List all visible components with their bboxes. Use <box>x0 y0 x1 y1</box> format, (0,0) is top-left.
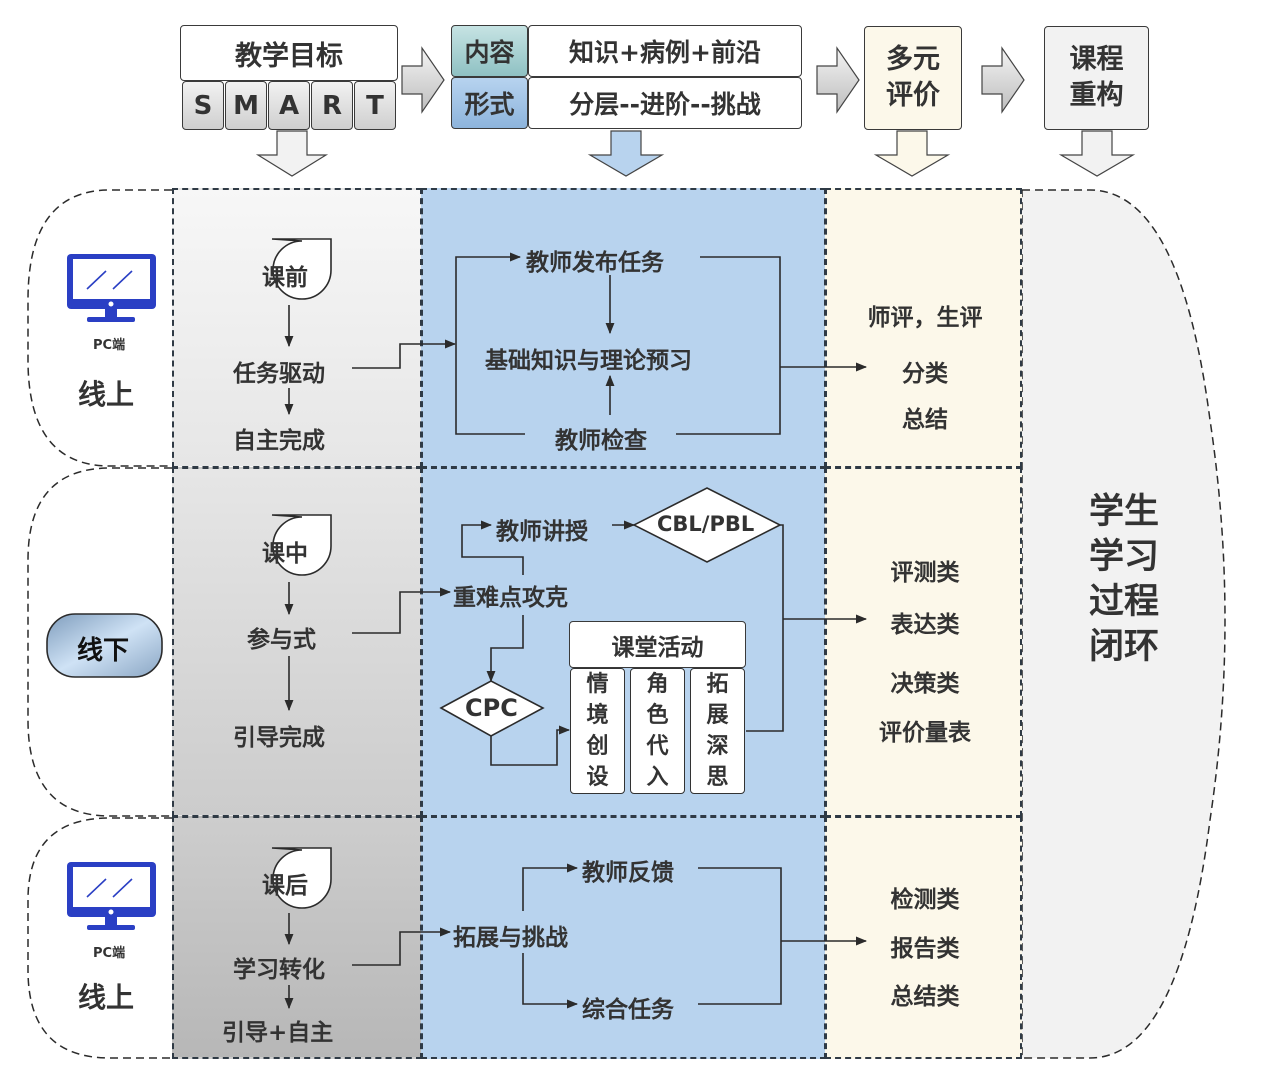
smart-cell-s: S <box>182 81 224 130</box>
arrow-right-1 <box>401 46 445 114</box>
content-label-box: 内容 <box>451 25 528 77</box>
stage-3-boundary <box>27 817 172 1059</box>
flow-top-stage-3: 教师反馈 <box>582 860 674 886</box>
stage-1-boundary <box>27 189 172 467</box>
activity-role-play: 角 色 代 入 <box>630 668 685 794</box>
arrow-down-restructure <box>1058 130 1136 177</box>
flow-bottom-stage-1: 教师检查 <box>555 428 647 454</box>
closed-loop-label: 学生 学习 过程 闭环 <box>1088 492 1159 667</box>
step1-stage-3: 学习转化 <box>233 957 325 983</box>
form-label-box: 形式 <box>451 77 528 129</box>
eval-item: 表达类 <box>890 612 960 638</box>
teaching-goal-label: 教学目标 <box>235 40 343 72</box>
method-label: CBL/PBL <box>657 512 755 536</box>
content-label: 内容 <box>464 38 515 67</box>
flow-center-stage-1: 基础知识与理论预习 <box>485 348 692 374</box>
form-label: 形式 <box>464 90 515 119</box>
flow-top-stage-1: 教师发布任务 <box>526 250 664 276</box>
class-activity-label: 课堂活动 <box>611 634 704 661</box>
arrow-right-2 <box>816 46 860 114</box>
flow-center-stage-3: 拓展与挑战 <box>453 925 568 951</box>
step2-stage-3: 引导+自主 <box>222 1020 334 1046</box>
arrow-right-3 <box>981 46 1025 114</box>
phase-label-stage-1: 课前 <box>262 265 308 291</box>
step1-stage-2: 参与式 <box>247 627 316 653</box>
mode-sub-stage-1: PC端 <box>93 338 126 353</box>
course-restructure-line-1: 课程 <box>1069 44 1124 75</box>
eval-item: 决策类 <box>890 671 960 697</box>
flow-lecture: 教师讲授 <box>496 519 588 545</box>
cream-column-stage-1 <box>825 188 1022 468</box>
step2-stage-1: 自主完成 <box>233 428 325 454</box>
step2-stage-2: 引导完成 <box>233 725 325 751</box>
smart-cell-t: T <box>354 81 396 130</box>
eval-item: 检测类 <box>890 887 960 913</box>
form-value-box: 分层--进阶--挑战 <box>528 77 802 129</box>
cream-column-stage-2 <box>825 467 1022 817</box>
smart-cell-m: M <box>225 81 267 130</box>
stage-2-boundary <box>27 467 172 817</box>
multi-evaluation-line-2: 评价 <box>886 80 940 111</box>
eval-item: 师评，生评 <box>867 305 983 331</box>
arrow-down-goal <box>255 130 329 177</box>
phase-label-stage-3: 课后 <box>262 873 308 899</box>
mode-label-stage-3: 线上 <box>78 981 135 1014</box>
course-restructure-box: 课程 重构 <box>1044 26 1149 130</box>
mode-label-stage-2: 线下 <box>77 636 130 666</box>
cpc-label: CPC <box>465 694 518 722</box>
arrow-down-evaluation <box>873 130 951 177</box>
phase-label-stage-2: 课中 <box>262 541 308 567</box>
eval-item: 总结类 <box>890 984 960 1010</box>
eval-item: 总结 <box>902 407 948 433</box>
smart-cell-r: R <box>311 81 353 130</box>
activity-extension: 拓 展 深 思 <box>690 668 745 794</box>
flow-key-points: 重难点攻克 <box>453 585 568 611</box>
teaching-goal-box: 教学目标 <box>180 25 398 81</box>
form-value: 分层--进阶--挑战 <box>569 90 761 119</box>
class-activity-title: 课堂活动 <box>569 621 746 668</box>
eval-item: 评测类 <box>890 560 960 586</box>
activity-scenario: 情 境 创 设 <box>570 668 625 794</box>
flow-bottom-stage-3: 综合任务 <box>582 997 674 1023</box>
arrow-down-content <box>587 130 665 177</box>
content-value-box: 知识+病例+前沿 <box>528 25 802 77</box>
smart-cell-a: A <box>268 81 310 130</box>
eval-item: 报告类 <box>890 936 960 962</box>
closed-loop-shape <box>1021 189 1226 1059</box>
step1-stage-1: 任务驱动 <box>233 361 325 387</box>
multi-evaluation-line-1: 多元 <box>886 44 940 75</box>
mode-label-stage-1: 线上 <box>78 378 135 411</box>
eval-item: 评价量表 <box>879 720 971 746</box>
content-value: 知识+病例+前沿 <box>569 38 761 67</box>
eval-item: 分类 <box>902 361 948 387</box>
course-restructure-line-2: 重构 <box>1069 80 1124 111</box>
mode-sub-stage-3: PC端 <box>93 946 126 961</box>
multi-evaluation-box: 多元 评价 <box>864 26 962 130</box>
